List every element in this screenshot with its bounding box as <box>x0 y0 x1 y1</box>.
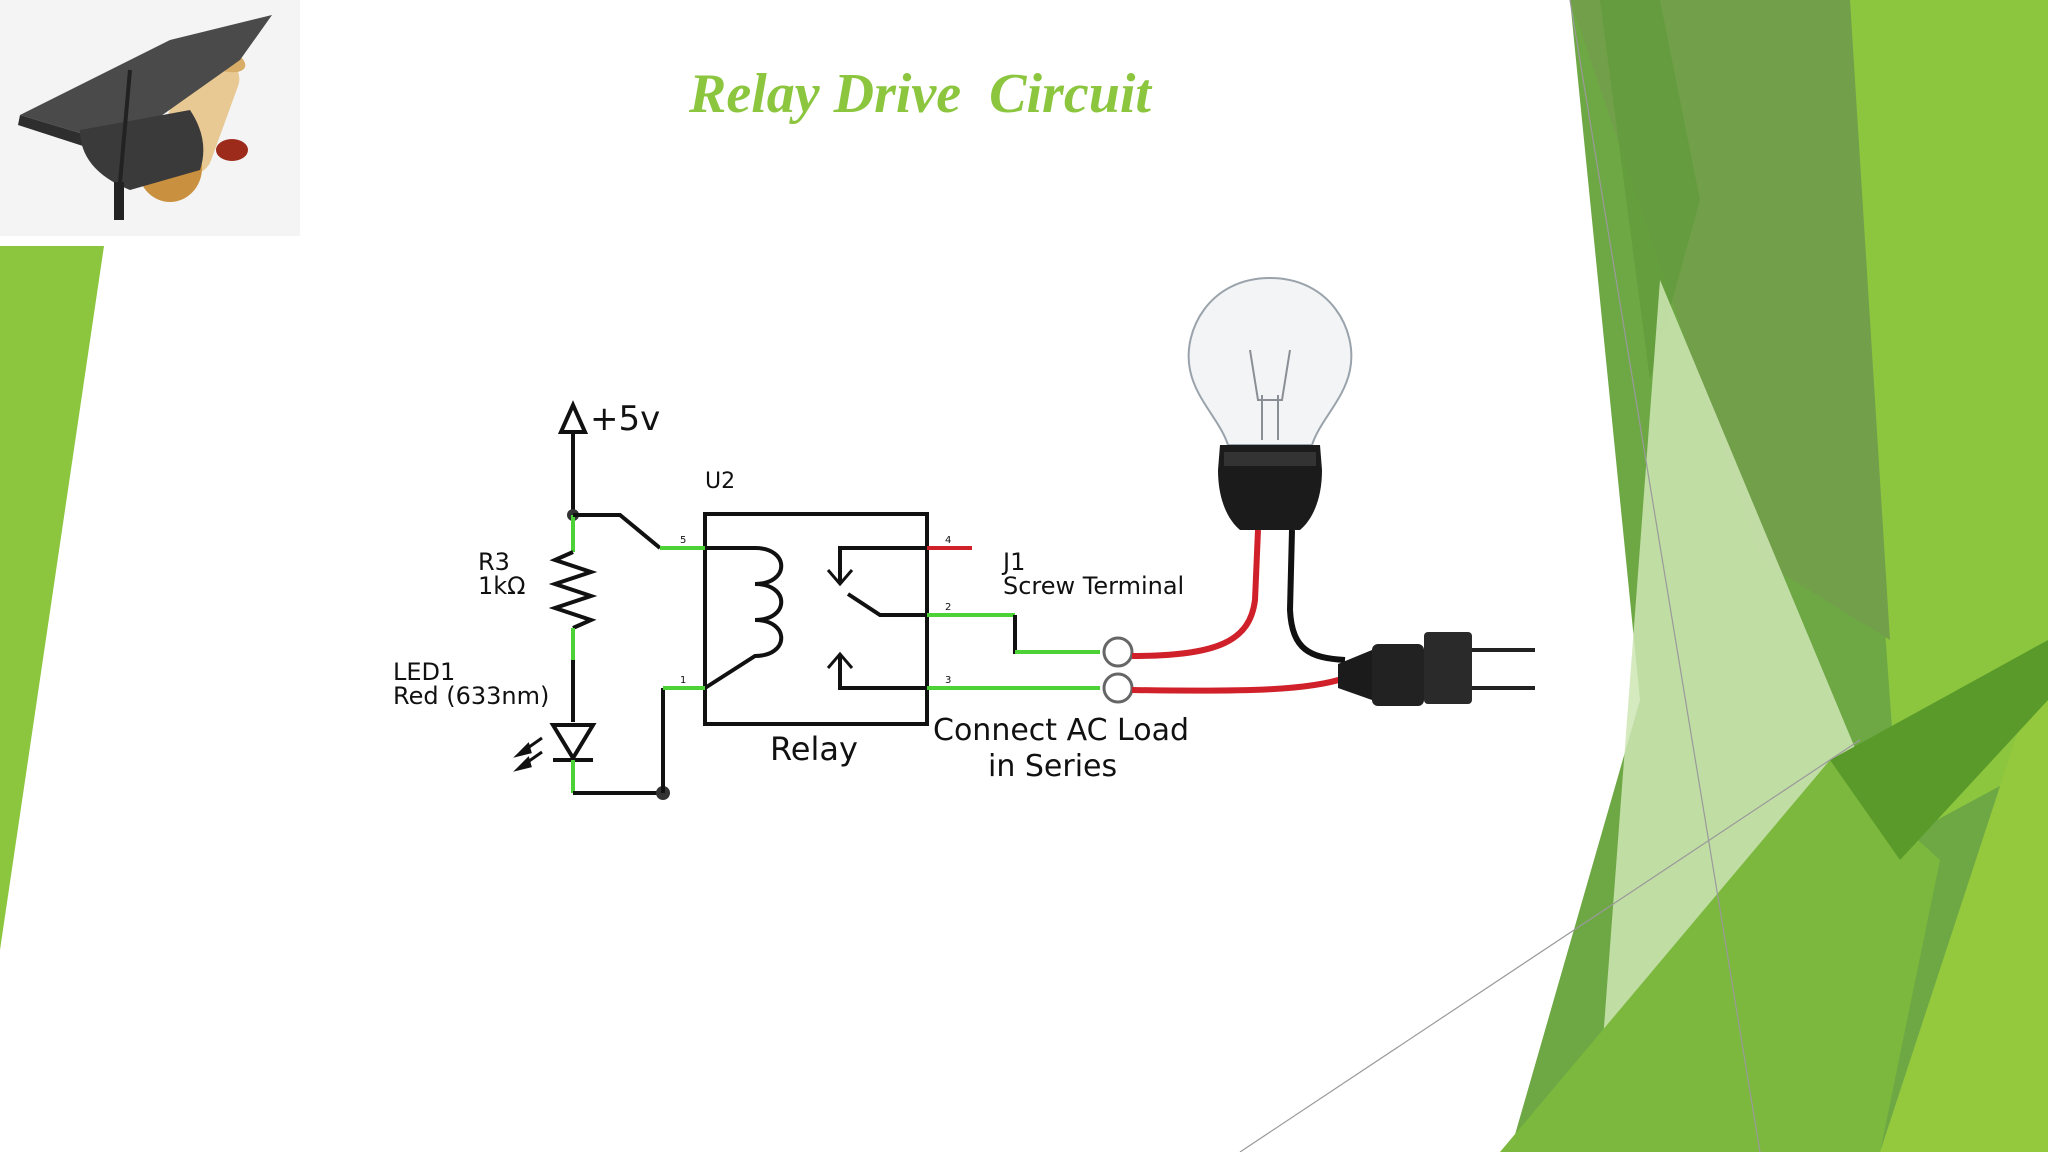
terminal-desc: Screw Terminal <box>1003 572 1184 600</box>
light-bulb-icon <box>1187 276 1353 530</box>
right-facet-shadow <box>1600 0 1700 380</box>
switch-no-contact <box>838 656 927 690</box>
screw-terminal-2 <box>1102 672 1134 704</box>
bottom-facet <box>1500 760 1940 1152</box>
supply-arrow-icon <box>557 400 589 434</box>
pin2-label: 2 <box>945 602 951 613</box>
wire-to-terminal-1 <box>1013 615 1100 654</box>
graduation-cap-icon <box>0 0 300 236</box>
load-note-line2: in Series <box>988 749 1117 784</box>
ac-neutral-wire <box>1286 529 1346 663</box>
supply-label: +5v <box>590 399 660 439</box>
led-desc: Red (633nm) <box>393 682 549 710</box>
arrow-down-icon <box>826 569 854 587</box>
resistor-ref: R3 <box>478 548 510 576</box>
load-note-line1: Connect AC Load <box>933 713 1189 748</box>
power-plug-icon <box>1338 632 1535 706</box>
relay-body <box>703 512 929 726</box>
left-accent-shape <box>0 246 104 950</box>
switch-common <box>846 592 927 617</box>
relay-ref: U2 <box>705 469 735 494</box>
wire-to-pin5 <box>573 513 662 550</box>
terminal-ref: J1 <box>1001 548 1025 576</box>
pin3-label: 3 <box>945 675 951 686</box>
screw-terminal-1 <box>1102 636 1134 668</box>
bottom-facet-right <box>1880 640 2048 1152</box>
relay-coil-symbol <box>703 546 784 690</box>
pin5-label: 5 <box>680 535 686 546</box>
arrow-up-icon <box>826 651 854 669</box>
resistor-value: 1kΩ <box>478 572 526 600</box>
thin-line-1 <box>1569 0 1761 1152</box>
led-ref: LED1 <box>393 658 455 686</box>
ac-hot-wire-plug <box>1131 675 1346 694</box>
slide-title: Relay Drive Circuit <box>689 63 1151 125</box>
bottom-facet-dark <box>1830 640 2048 860</box>
right-facet-light <box>1840 0 2048 840</box>
pin4-label: 4 <box>945 535 951 546</box>
resistor-symbol <box>548 550 598 630</box>
relay-label: Relay <box>770 730 858 768</box>
thin-line-2 <box>1239 739 1861 1152</box>
ac-hot-wire-bulb <box>1131 529 1261 659</box>
led-light-arrows-icon <box>513 736 543 772</box>
pin1-label: 1 <box>680 675 686 686</box>
led-symbol <box>549 723 597 762</box>
switch-nc-contact <box>838 546 927 582</box>
